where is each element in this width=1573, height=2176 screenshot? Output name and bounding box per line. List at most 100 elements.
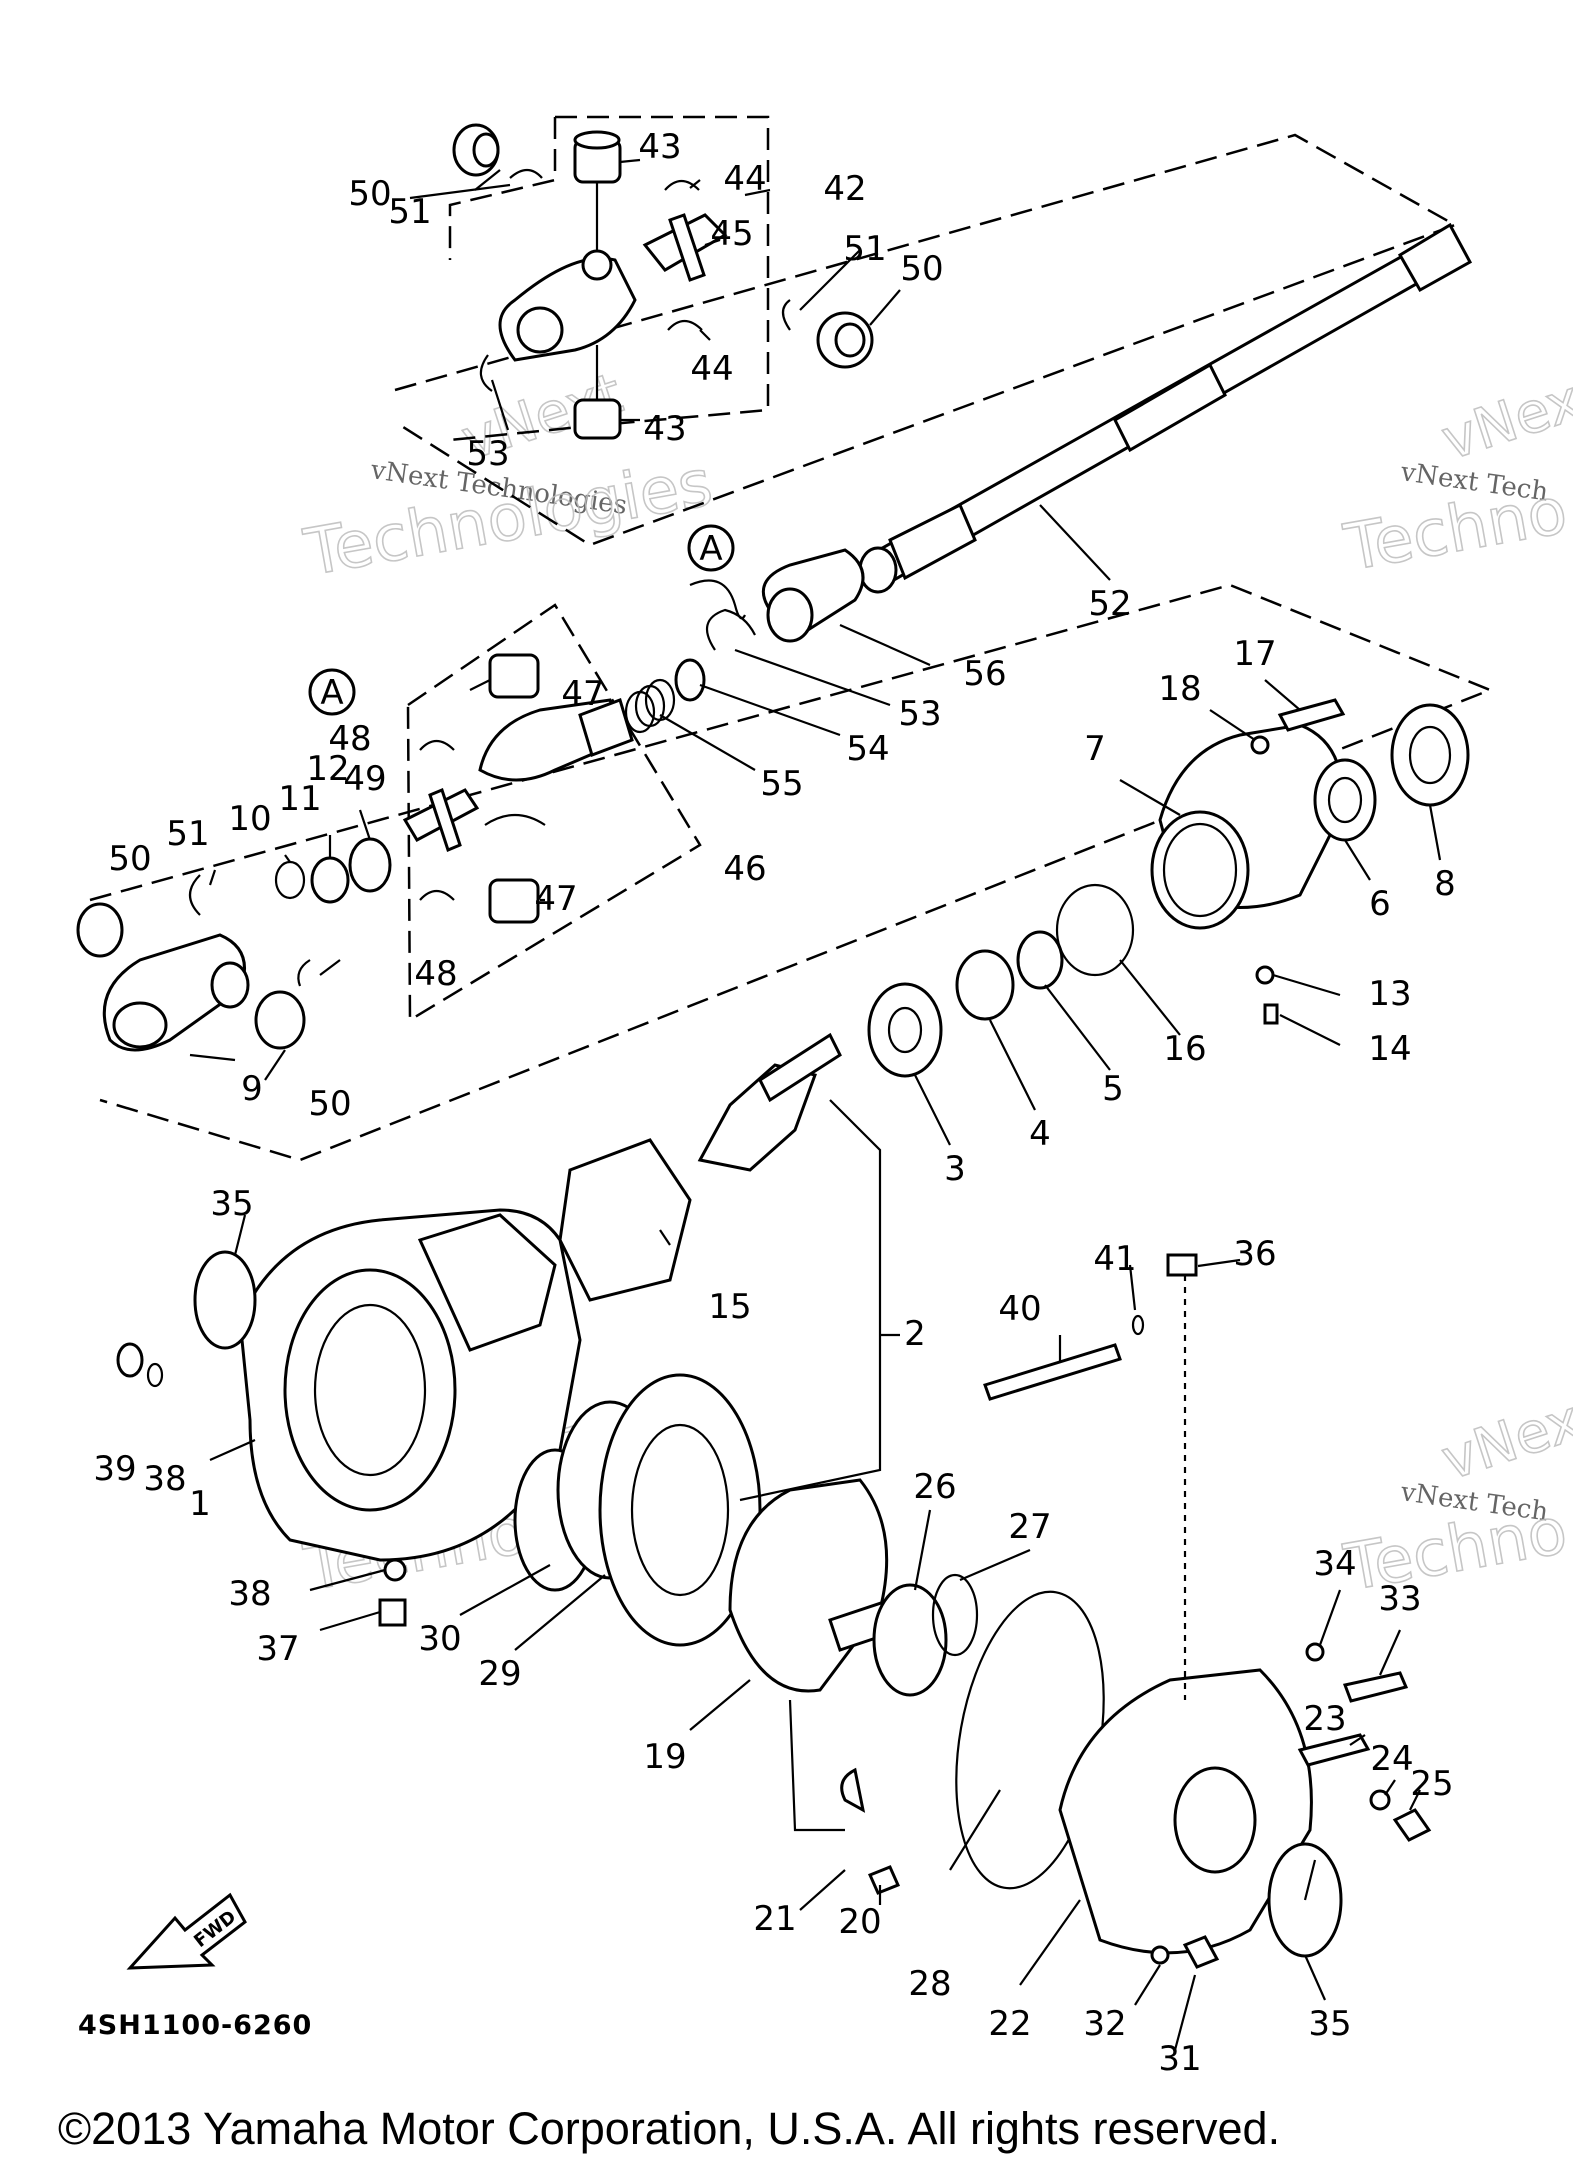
- callout-45: 45: [710, 214, 753, 254]
- spider-45-cross: [668, 213, 706, 282]
- section-marker-arrow: [689, 579, 746, 620]
- oil-seal-8-inner: [1408, 725, 1452, 785]
- yoke-9-spline: [112, 1001, 168, 1049]
- callout-54: 54: [846, 729, 889, 769]
- callout-31: 31: [1158, 2039, 1201, 2079]
- circlip-48-bottom: [419, 889, 455, 901]
- callout-2: 2: [904, 1314, 926, 1354]
- shaft-spline-front: [888, 502, 977, 581]
- callout-29: 29: [478, 1654, 521, 1694]
- shaft-spline-end: [1397, 222, 1473, 293]
- callout-51: 51: [843, 229, 886, 269]
- oil-seal-35-left: [193, 1250, 257, 1350]
- callout-8: 8: [1434, 864, 1456, 904]
- callout-46: 46: [723, 849, 766, 889]
- washer-13: [1255, 965, 1275, 985]
- callout-50: 50: [108, 839, 151, 879]
- pinion-gear-shaft: [758, 1032, 842, 1103]
- gasket-15: [558, 1138, 692, 1302]
- bolt-17: [1277, 698, 1346, 732]
- boot-56-inner: [766, 587, 814, 643]
- callout-13: 13: [1368, 974, 1411, 1014]
- pinion-gear-2: [558, 1032, 842, 1302]
- shim-27: [931, 1573, 979, 1657]
- callout-17: 17: [1233, 634, 1276, 674]
- circlip-48-top: [419, 739, 455, 751]
- callout-12: 12: [306, 749, 349, 789]
- callout-30: 30: [418, 1619, 461, 1659]
- bearing-26: [872, 1583, 948, 1697]
- callout-11: 11: [278, 779, 321, 819]
- bearing-43-bottom: [573, 398, 622, 440]
- callout-47: 47: [561, 674, 604, 714]
- yoke-upper-spline: [516, 306, 564, 354]
- leader-lines: [189, 158, 1442, 2051]
- kit-42-outline-left: [448, 117, 557, 260]
- callout-43: 43: [638, 127, 681, 167]
- circlip-51-lower: [297, 959, 311, 987]
- callout-3: 3: [944, 1149, 966, 1189]
- yoke-upper-eye: [581, 249, 613, 281]
- oil-seal-50-right-inner: [834, 322, 866, 358]
- callout-4: 4: [1029, 1114, 1051, 1154]
- ring-gear-inner: [630, 1423, 730, 1597]
- kit-46-outline: [406, 603, 702, 1023]
- callout-51: 51: [166, 814, 209, 854]
- callout-7: 7: [1084, 729, 1106, 769]
- callout-33: 33: [1378, 1579, 1421, 1619]
- bearing-3-inner: [887, 1006, 923, 1054]
- section-marker-label: A: [320, 673, 343, 713]
- washer-32: [1150, 1945, 1170, 1965]
- callout-36: 36: [1233, 1234, 1276, 1274]
- callout-26: 26: [913, 1467, 956, 1507]
- circlip-44-bottom: [667, 319, 703, 331]
- yoke-9-eye: [210, 961, 250, 1009]
- callout-41: 41: [1093, 1239, 1136, 1279]
- callout-27: 27: [1008, 1507, 1051, 1547]
- breather-36: [1166, 1253, 1198, 1277]
- bolt-31: [1182, 1935, 1220, 1969]
- bearing-47-bottom: [488, 878, 540, 924]
- spacer-4: [955, 949, 1015, 1021]
- shaft-assembly-outline: [394, 133, 1458, 547]
- washer-54: [674, 658, 706, 702]
- callout-10: 10: [228, 799, 271, 839]
- bearing-3: [867, 982, 943, 1078]
- callout-56: 56: [963, 654, 1006, 694]
- spider-49-cross: [428, 787, 462, 853]
- oil-seal-50-left: [76, 902, 124, 958]
- callout-37: 37: [256, 1629, 299, 1669]
- callout-47: 47: [534, 879, 577, 919]
- callout-32: 32: [1083, 2004, 1126, 2044]
- callout-34: 34: [1313, 1544, 1356, 1584]
- washer-38-bottom: [383, 1558, 407, 1582]
- oil-seal-8: [1390, 703, 1470, 807]
- circlip-51-left: [188, 874, 201, 916]
- lock-washer-21: [840, 1767, 866, 1813]
- oil-seal-12: [348, 837, 392, 893]
- circlip-53-mid: [705, 608, 756, 651]
- nut-25: [1392, 1808, 1432, 1842]
- diagram-code: 4SH1100-6260: [78, 2010, 313, 2041]
- bearing-housing-7: [867, 698, 1470, 1078]
- callout-35: 35: [210, 1184, 253, 1224]
- callout-53: 53: [466, 434, 509, 474]
- section-markers: A A: [308, 524, 746, 716]
- callout-49: 49: [343, 759, 386, 799]
- callout-43: 43: [643, 409, 686, 449]
- yoke-front-arm: [484, 814, 546, 826]
- callout-9: 9: [241, 1069, 263, 1109]
- callout-20: 20: [838, 1902, 881, 1942]
- upper-joint-assembly: [452, 123, 874, 440]
- copyright-notice: ©2013 Yamaha Motor Corporation, U.S.A. A…: [58, 2103, 1281, 2154]
- section-marker-label: A: [699, 529, 722, 569]
- section-marker-a-bottom: [308, 668, 356, 716]
- fwd-arrow-icon: [126, 1892, 247, 1970]
- bearing-6: [1313, 758, 1377, 842]
- callout-39: 39: [93, 1449, 136, 1489]
- watermark-text: vNex: [1434, 1388, 1573, 1494]
- front-joint-assembly: [402, 653, 634, 924]
- callout-48: 48: [414, 954, 457, 994]
